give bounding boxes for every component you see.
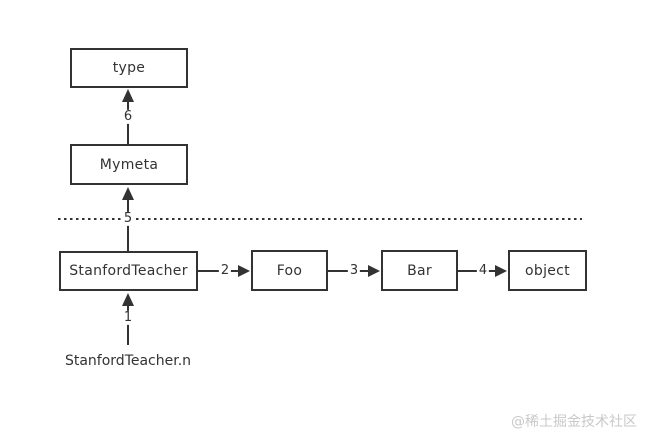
edge-label-5: 5 [121, 210, 135, 227]
node-bar-label: Bar [407, 262, 432, 279]
edge-label-4: 4 [476, 262, 490, 279]
node-object: object [508, 250, 587, 291]
node-foo-label: Foo [276, 262, 303, 279]
edge-label-6: 6 [121, 108, 135, 125]
node-foo: Foo [251, 250, 328, 291]
arrow-3-head-icon [368, 265, 380, 277]
arrow-5-head-icon [122, 187, 134, 200]
watermark: @稀土掘金技术社区 [511, 414, 637, 430]
arrow-2-head-icon [238, 265, 250, 277]
node-type-label: type [112, 60, 146, 76]
arrow-4-head-icon [495, 265, 507, 277]
node-type: type [70, 48, 188, 88]
edge-label-1: 1 [121, 309, 135, 326]
arrow-1-head-icon [122, 293, 134, 306]
node-stanfordteacher-label: StanfordTeacher [69, 263, 188, 279]
edge-label-3: 3 [347, 262, 361, 279]
node-mymeta-label: Mymeta [99, 156, 159, 173]
node-stanfordteacher: StanfordTeacher [59, 251, 198, 291]
node-bar: Bar [381, 250, 458, 291]
node-mymeta: Mymeta [70, 144, 188, 185]
node-object-label: object [525, 262, 570, 279]
caption-stanfordteacher-n: StanfordTeacher.n [64, 353, 192, 369]
arrow-6-head-icon [122, 89, 134, 102]
edge-label-2: 2 [218, 262, 232, 279]
